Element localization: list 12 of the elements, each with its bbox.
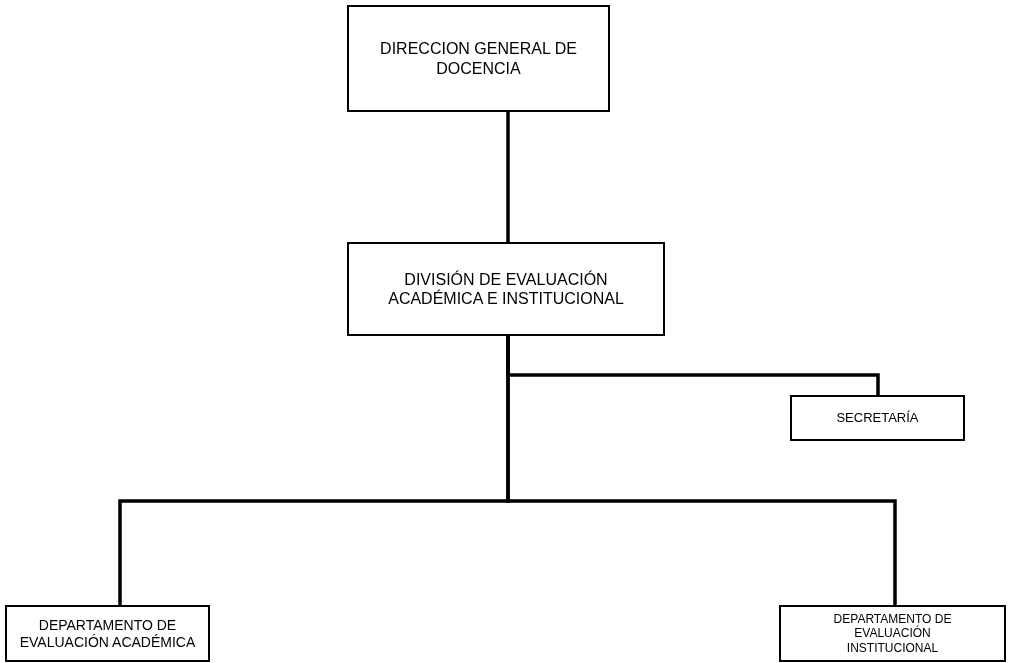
box-label: DIRECCION GENERAL DE DOCENCIA	[379, 39, 578, 78]
box-label: SECRETARÍA	[836, 410, 919, 426]
connector-line	[506, 336, 897, 605]
connector-line	[506, 112, 510, 242]
box-label: DEPARTAMENTO DE EVALUACIÓN INSTITUCIONAL	[832, 611, 953, 656]
org-box	[347, 242, 665, 336]
org-box	[5, 605, 210, 662]
org-box	[347, 5, 610, 112]
org-box	[779, 605, 1006, 662]
org-box	[790, 395, 965, 441]
box-label: DEPARTAMENTO DE EVALUACIÓN ACADÉMICA	[18, 616, 197, 651]
box-label: DIVISIÓN DE EVALUACIÓN ACADÉMICA E INSTITUCIONAL	[387, 269, 625, 309]
